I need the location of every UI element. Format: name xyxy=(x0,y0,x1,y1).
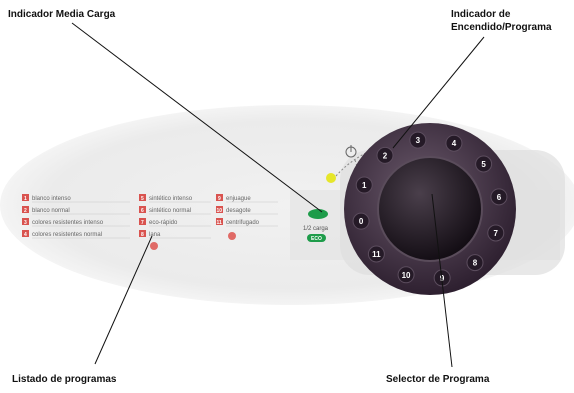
dial-position-marker xyxy=(475,155,493,173)
dial-position-number: 1 xyxy=(362,181,367,190)
program-number-badge xyxy=(139,206,146,213)
callout-programs: Listado de programas xyxy=(12,374,117,385)
program-item: 5 sintético intenso xyxy=(139,194,211,203)
program-column-2: 5 sintético intenso 6 sintético normal 7 eco-… xyxy=(139,194,211,239)
spin-symbol-icon xyxy=(228,232,236,240)
program-label: blanco normal xyxy=(32,208,70,214)
program-number-badge xyxy=(22,206,29,213)
program-column-1: 1 blanco intenso 2 blanco normal 3 colores re… xyxy=(22,194,130,239)
program-number-badge xyxy=(216,206,223,213)
dial-position-marker xyxy=(490,188,508,206)
power-led xyxy=(326,173,336,183)
program-item: 9 enjuague xyxy=(216,194,278,203)
program-number: 5 xyxy=(141,196,144,202)
program-number: 10 xyxy=(217,208,223,214)
dial-numbers: 1 2 3 4 5 6 7 8 9 10 11 0 xyxy=(352,131,508,287)
dial-position-marker xyxy=(367,245,385,263)
dial-position-number: 7 xyxy=(494,229,499,238)
program-number: 8 xyxy=(141,232,144,238)
program-label: lana xyxy=(149,232,161,238)
dial-position-marker xyxy=(487,224,505,242)
dial-position-number: 2 xyxy=(383,151,388,160)
wool-symbol-icon xyxy=(150,242,158,250)
dial-position-number: 5 xyxy=(481,160,486,169)
program-number: 11 xyxy=(217,220,223,226)
program-number: 7 xyxy=(141,220,144,226)
dial-position-number: 10 xyxy=(402,271,411,280)
callout-power-line2: Encendido/Programa xyxy=(451,22,552,33)
eco-badge-label: ECO xyxy=(311,236,322,242)
dial-position-marker xyxy=(397,266,415,284)
program-item: 6 sintético normal xyxy=(139,206,211,215)
half-load-indicator: 1/2 carga ECO xyxy=(303,209,329,242)
program-number: 1 xyxy=(24,196,27,202)
callout-selector: Selector de Programa xyxy=(386,374,490,385)
dial-position-marker xyxy=(445,134,463,152)
program-number-badge xyxy=(139,218,146,225)
dial-position-marker xyxy=(352,212,370,230)
dial-knob[interactable] xyxy=(378,157,482,261)
callout-half-load: Indicador Media Carga xyxy=(8,9,116,20)
program-list: 1 blanco intenso 2 blanco normal 3 colores re… xyxy=(22,194,278,250)
program-number-badge xyxy=(216,194,223,201)
program-label: enjuague xyxy=(226,196,251,202)
program-label: desagote xyxy=(226,208,251,214)
program-item: 8 lana xyxy=(139,230,211,239)
program-item: 1 blanco intenso xyxy=(22,194,130,203)
program-number-badge xyxy=(139,194,146,201)
program-label: colores resistentes intenso xyxy=(32,220,104,226)
program-label: sintético intenso xyxy=(149,196,193,202)
program-item: 2 blanco normal xyxy=(22,206,130,215)
dial-position-marker xyxy=(376,146,394,164)
program-number-badge xyxy=(22,218,29,225)
program-number-badge xyxy=(216,218,223,225)
dial-position-marker xyxy=(409,131,427,149)
program-number: 3 xyxy=(24,220,27,226)
program-label: sintético normal xyxy=(149,208,191,214)
callout-power-line1: Indicador de xyxy=(451,9,511,20)
program-item: 3 colores resistentes intenso xyxy=(22,218,130,227)
dial-position-number: 8 xyxy=(473,259,478,268)
program-number-badge xyxy=(22,194,29,201)
program-number-badge xyxy=(22,230,29,237)
dial-position-marker xyxy=(355,176,373,194)
dial-position-marker xyxy=(466,254,484,272)
dial-position-number: 4 xyxy=(452,139,457,148)
program-number: 2 xyxy=(24,208,27,214)
program-selector-dial[interactable]: 1 2 3 4 5 6 7 8 9 10 11 0 xyxy=(344,123,516,295)
eco-badge xyxy=(307,234,326,242)
callout-lines xyxy=(71,22,485,368)
program-label: eco-rápido xyxy=(149,220,178,226)
program-number: 9 xyxy=(218,196,221,202)
dial-position-number: 0 xyxy=(359,217,364,226)
half-load-led xyxy=(308,209,328,219)
program-label: blanco intenso xyxy=(32,196,71,202)
program-label: colores resistentes normal xyxy=(32,232,102,238)
program-item: 7 eco-rápido xyxy=(139,218,211,227)
dial-knob-rim xyxy=(377,156,483,262)
program-label: centrifugado xyxy=(226,220,260,226)
program-number-badge xyxy=(139,230,146,237)
dial-position-number: 11 xyxy=(372,250,381,259)
dial-position-number: 6 xyxy=(497,193,502,202)
program-item: 4 colores resistentes normal xyxy=(22,230,130,239)
program-number: 6 xyxy=(141,208,144,214)
dial-position-number: 3 xyxy=(416,136,421,145)
half-load-label: 1/2 carga xyxy=(303,226,329,232)
program-number: 4 xyxy=(24,232,27,238)
dial-position-number: 9 xyxy=(440,274,445,283)
